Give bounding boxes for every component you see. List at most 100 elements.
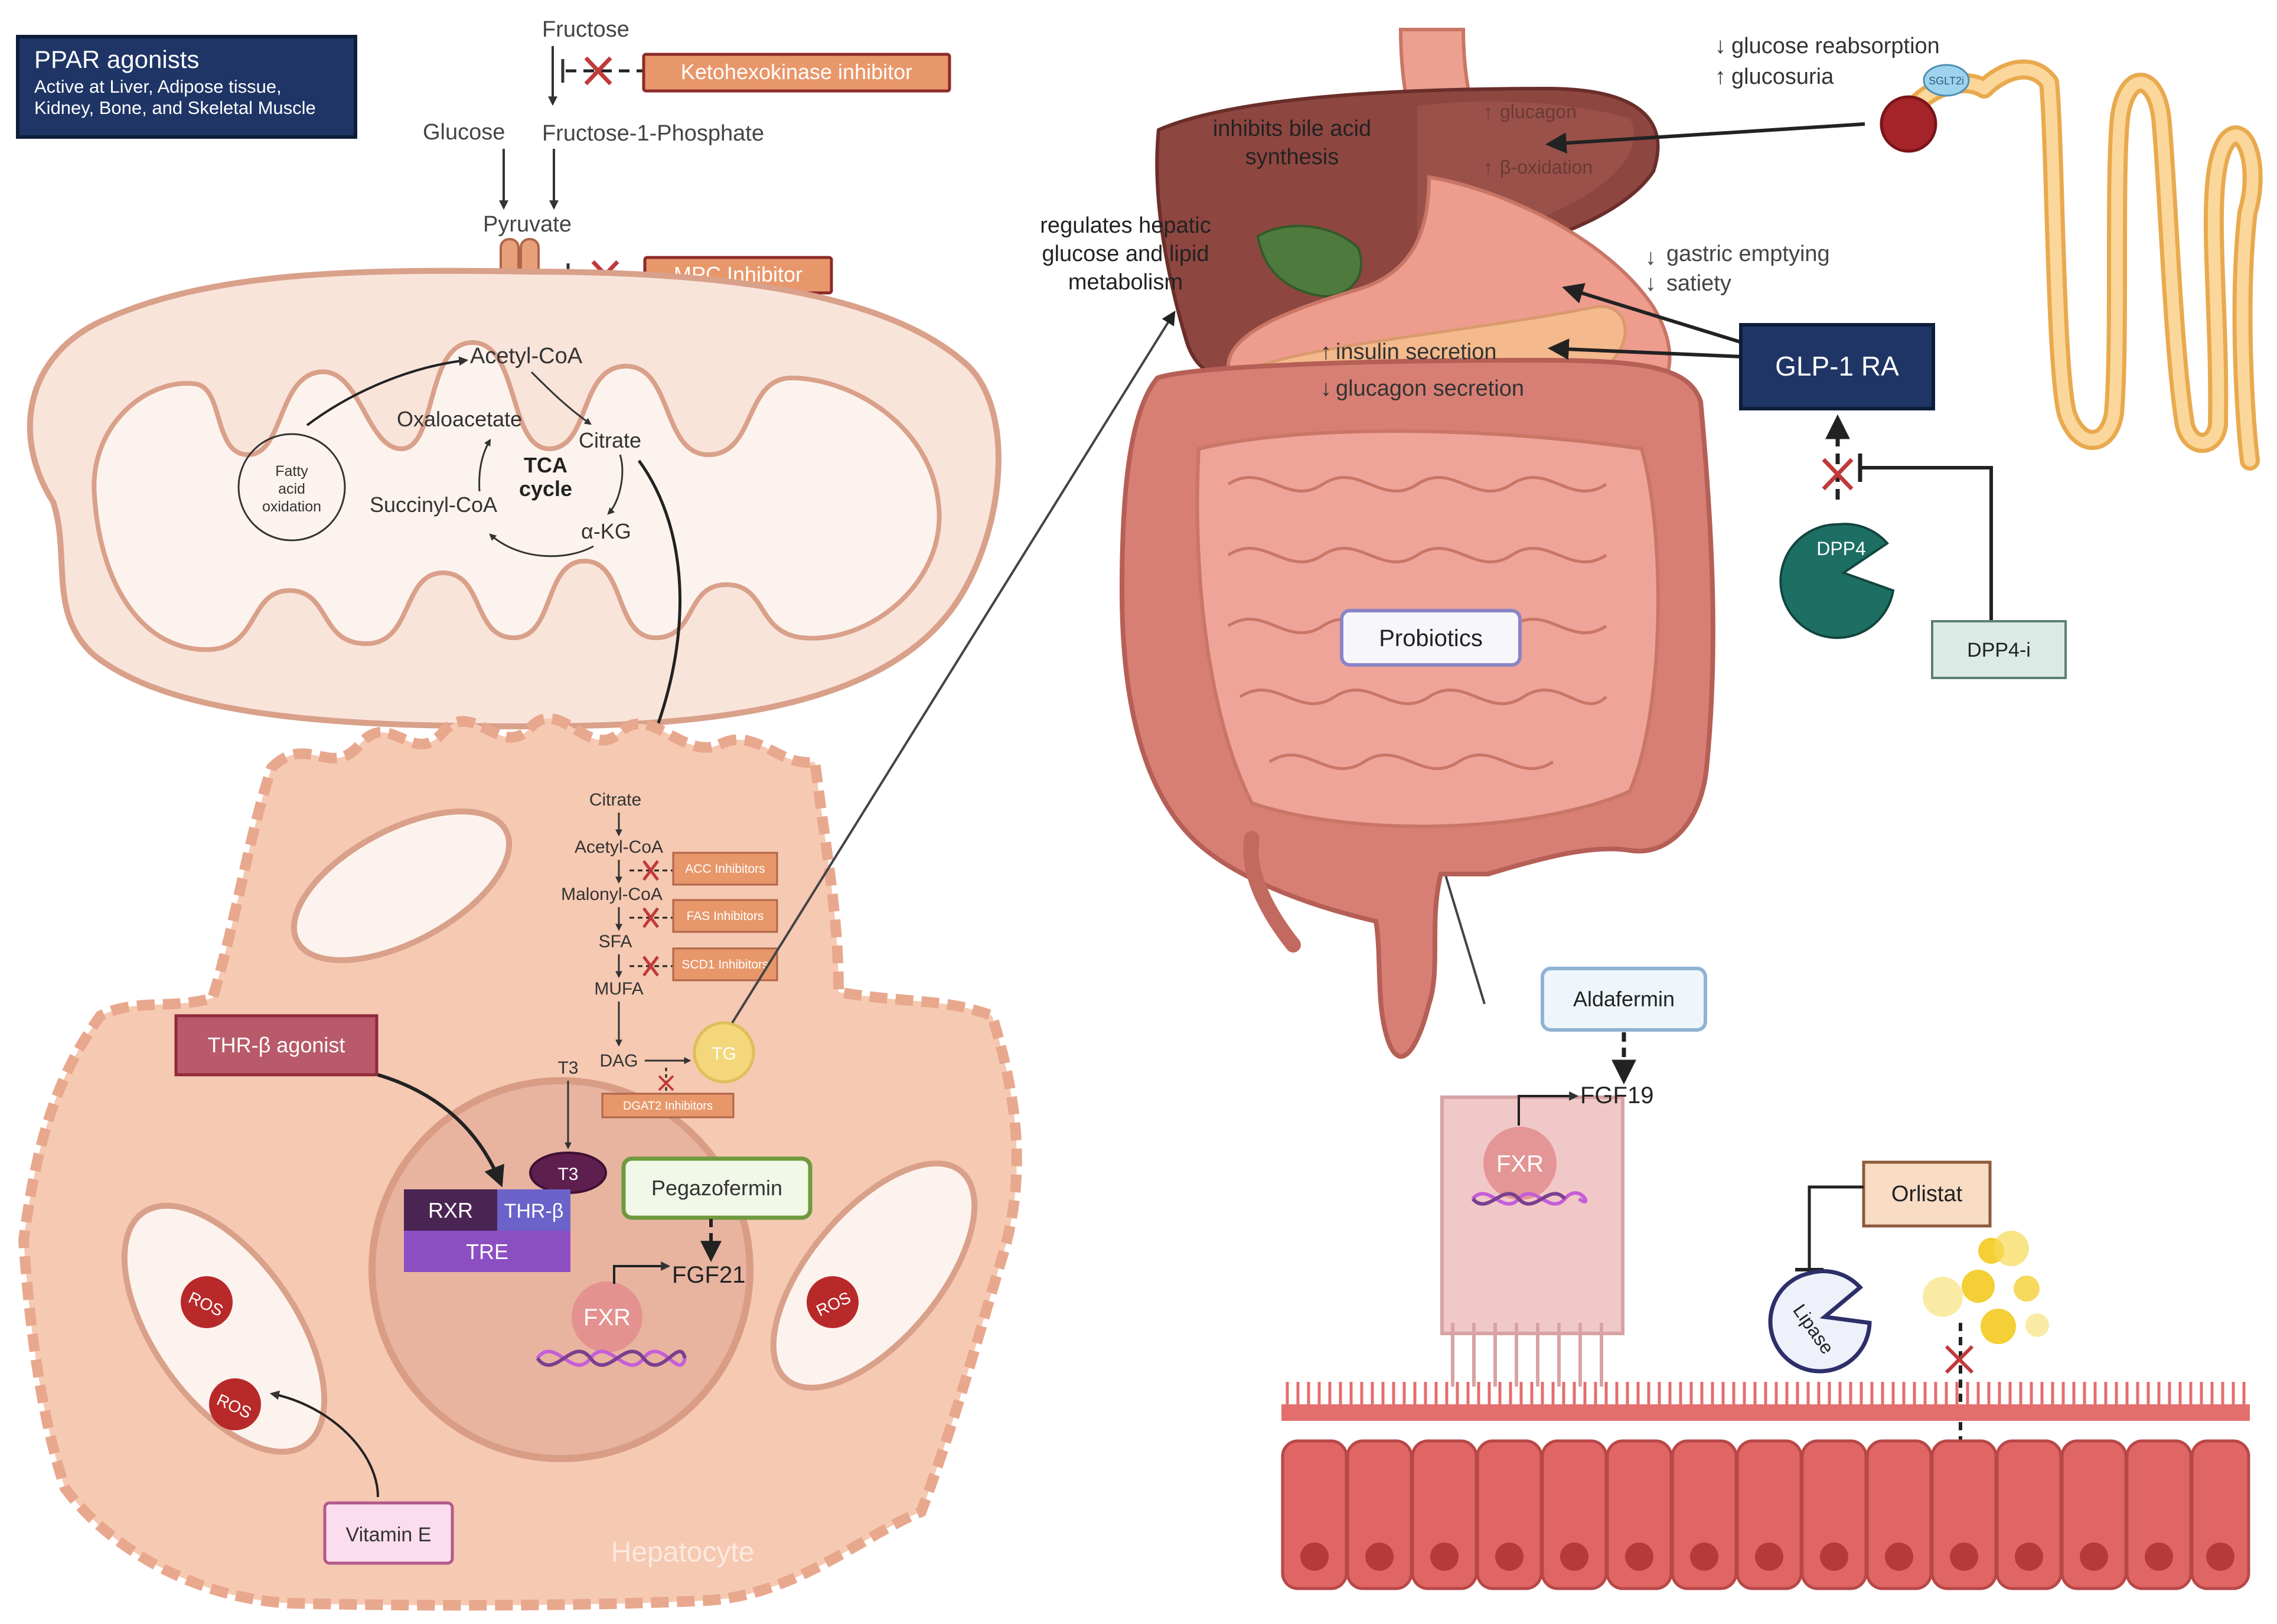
- beta-ox-up: ↑: [1483, 156, 1493, 178]
- dgat2-inhibitor-box: DGAT2 Inhibitors: [601, 1068, 735, 1118]
- orlistat-label: Orlistat: [1891, 1182, 1963, 1206]
- mito-citrate: Citrate: [579, 428, 641, 452]
- cell-mitochondrion-left: [121, 1202, 328, 1455]
- pyruvate-label: Pyruvate: [483, 212, 572, 237]
- svg-text:↓: ↓: [1645, 245, 1656, 270]
- tca-cycle: Acetyl-CoA Oxaloacetate Citrate TCA cycl…: [237, 344, 682, 777]
- ros-icon-2: ROS: [209, 1378, 261, 1430]
- cell-mitochondrion-right: [770, 1160, 978, 1391]
- mito-tca-2: cycle: [519, 477, 572, 501]
- dpp4-x-icon: [1822, 458, 1854, 491]
- microvilli: [1286, 1382, 2246, 1405]
- sglt2i-icon: [1923, 64, 1970, 97]
- lipo-sfa: SFA: [599, 932, 632, 951]
- svg-text:T3: T3: [557, 1165, 578, 1184]
- beta-ox-label: β-oxidation: [1500, 156, 1593, 178]
- hepatic-1: regulates hepatic: [1040, 213, 1211, 238]
- pegazofermin-label: Pegazofermin: [651, 1176, 782, 1200]
- glucagon-label: glucagon: [1500, 101, 1577, 122]
- scd1-inhibitors: SCD1 Inhibitors: [681, 958, 768, 971]
- rxr-label: RXR: [428, 1198, 473, 1222]
- dna-icon: [536, 1349, 687, 1367]
- ppar-subtitle-1: Active at Liver, Adipose tissue,: [34, 76, 282, 97]
- ppar-box: PPAR agonists Active at Liver, Adipose t…: [16, 35, 357, 139]
- hepatic-2: glucose and lipid: [1042, 242, 1209, 266]
- dpp4i-label: DPP4-i: [1967, 639, 2031, 661]
- lipogenesis-chain: Citrate Acetyl-CoA Malonyl-CoA SFA MUFA …: [557, 790, 778, 1150]
- ppar-title: PPAR agonists: [34, 45, 199, 73]
- enterocyte: FXR FGF19: [1440, 1082, 1653, 1387]
- probiotics-box: Probiotics: [1340, 609, 1522, 667]
- gastric-label: gastric emptying: [1666, 242, 1830, 266]
- glucosuria-label: glucosuria: [1731, 64, 1834, 89]
- satiety-label: satiety: [1666, 271, 1731, 296]
- nephron: SGLT2i: [1880, 59, 2263, 471]
- lipo-citrate: Citrate: [589, 790, 641, 810]
- glp1-label: GLP-1 RA: [1775, 351, 1899, 381]
- lipo-t3: T3: [557, 1058, 578, 1078]
- fas-inhibitors: FAS Inhibitors: [687, 909, 764, 923]
- thr-agonist-label: THR-β agonist: [208, 1033, 345, 1057]
- thr-agonist-box: THR-β agonist: [174, 1014, 504, 1188]
- lipo-acetyl-coa: Acetyl-CoA: [575, 837, 663, 857]
- dpp4-icon: DPP4: [1779, 523, 1895, 639]
- lipo-mufa: MUFA: [594, 979, 643, 999]
- nuclear-receptor: T3 RXR THR-β TRE: [404, 1152, 607, 1272]
- insulin-label: insulin secretion: [1336, 340, 1496, 364]
- fat-droplets-icon: [1923, 1231, 2049, 1344]
- fas-inhibitor-box: FAS Inhibitors: [629, 899, 778, 933]
- glucagon-up: ↑: [1483, 101, 1493, 122]
- acc-inhibitors: ACC Inhibitors: [685, 862, 765, 876]
- mito-oxaloacetate: Oxaloacetate: [397, 407, 522, 431]
- lipo-malonyl-coa: Malonyl-CoA: [561, 885, 663, 904]
- pegazofermin-box: Pegazofermin: [621, 1156, 813, 1263]
- mito-akg: α-KG: [581, 519, 631, 543]
- dgat2-inhibitors: DGAT2 Inhibitors: [623, 1100, 713, 1113]
- fao-2: acid: [278, 481, 305, 497]
- hepatic-3: metabolism: [1068, 270, 1183, 295]
- ros-icon-3: ROS: [807, 1276, 859, 1328]
- glucose-label: Glucose: [423, 120, 505, 145]
- aldafermin-box: Aldafermin: [1541, 967, 1707, 1032]
- mito-tca-1: TCA: [524, 453, 567, 477]
- thrb-label: THR-β: [504, 1200, 564, 1222]
- dpp4-label: DPP4: [1816, 538, 1866, 559]
- mito-acetyl-coa: Acetyl-CoA: [470, 344, 583, 369]
- f1p-label: Fructose-1-Phosphate: [542, 121, 764, 146]
- khk-inhibitor: Ketohexokinase inhibitor: [681, 60, 912, 84]
- cell-mitochondrion-top: [291, 808, 513, 963]
- sglt2i-label: SGLT2i: [1929, 75, 1964, 87]
- svg-text:TG: TG: [712, 1044, 736, 1064]
- top-metabolism: Fructose Ketohexokinase inhibitor Glucos…: [423, 17, 951, 326]
- acc-inhibitor-box: ACC Inhibitors: [629, 852, 778, 886]
- svg-text:↑: ↑: [1715, 64, 1726, 89]
- aldafermin-label: Aldafermin: [1573, 987, 1675, 1011]
- intestinal-fxr-icon: [1483, 1127, 1557, 1200]
- tre-label: TRE: [466, 1240, 508, 1264]
- mitochondrion: [27, 268, 1002, 730]
- fructose-label: Fructose: [542, 17, 629, 42]
- hepatic-fxr: FXR FGF21: [536, 1261, 745, 1367]
- glucagon-sec-label: glucagon secretion: [1336, 376, 1524, 401]
- bile-2: synthesis: [1245, 145, 1339, 169]
- probiotics-label: Probiotics: [1379, 625, 1483, 651]
- fgf19-label: FGF19: [1580, 1082, 1653, 1108]
- bile-1: inhibits bile acid: [1213, 116, 1371, 141]
- lipo-dag: DAG: [599, 1051, 638, 1071]
- orlistat-box: Orlistat: [1795, 1160, 1992, 1271]
- organ-annotations: regulates hepatic glucose and lipid meta…: [1040, 34, 1939, 401]
- svg-text:↓: ↓: [1320, 376, 1332, 401]
- appendix: [1243, 831, 1301, 953]
- svg-text:FXR: FXR: [1496, 1151, 1544, 1177]
- glomerulus-icon: [1880, 95, 1937, 153]
- hepatocyte-label: Hepatocyte: [611, 1537, 755, 1568]
- svg-text:↓: ↓: [1645, 271, 1656, 296]
- mito-succinyl-coa: Succinyl-CoA: [370, 493, 497, 517]
- svg-text:↓: ↓: [1715, 34, 1726, 58]
- orlistat-x-icon: [1945, 1345, 1974, 1374]
- fxr-icon: [572, 1281, 642, 1352]
- fao-1: Fatty: [275, 463, 308, 480]
- svg-text:↑: ↑: [1320, 340, 1332, 364]
- khk-x-icon: [584, 56, 612, 86]
- scd1-inhibitor-box: SCD1 Inhibitors: [629, 947, 778, 981]
